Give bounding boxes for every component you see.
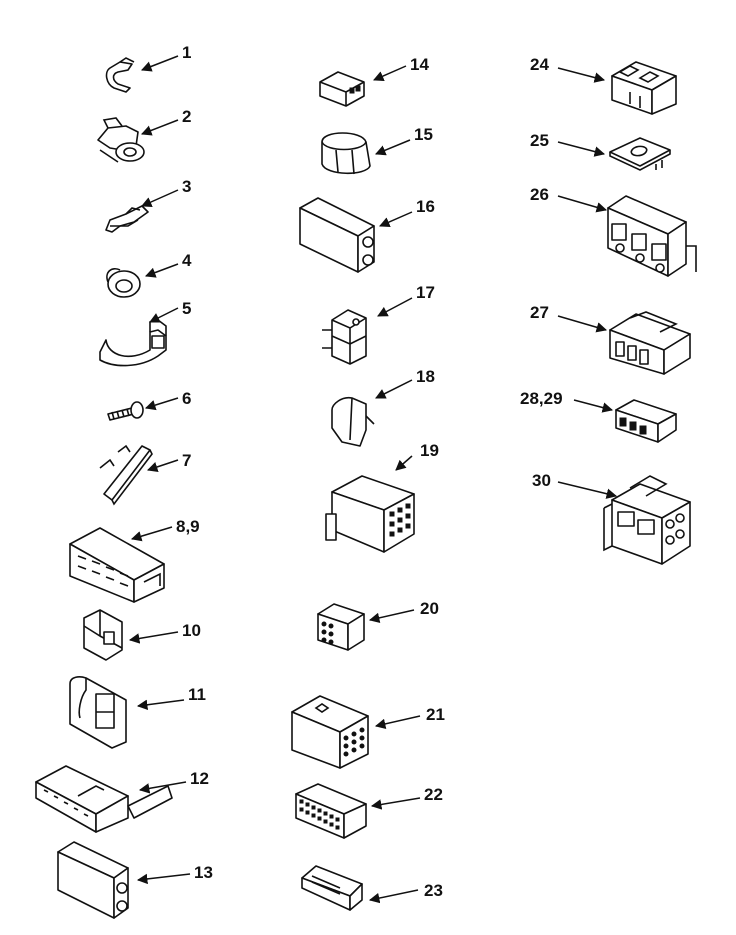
label-15: 15 [414,125,433,144]
leader-27 [557,315,608,333]
label-25: 25 [530,131,549,150]
label-26: 26 [530,185,549,204]
leader-17 [377,297,413,317]
leader-4 [145,263,179,278]
part-21-connector [291,695,369,769]
leader-11 [136,699,185,710]
leader-16 [379,211,413,228]
label-22: 22 [424,785,443,804]
part-25-plate [609,137,671,171]
part-12-bar [35,765,173,833]
part-5-clamp [99,319,167,367]
part-11-housing [69,676,127,749]
part-17-terminal [322,309,367,365]
part-14-connector [319,71,365,107]
label-7: 7 [182,451,191,470]
leader-26 [557,195,608,213]
label-18: 18 [416,367,435,386]
label-17: 17 [416,283,435,302]
leader-1 [141,55,179,72]
part-20-connector [317,603,365,651]
label-27: 27 [530,303,549,322]
leader-14 [373,65,407,82]
part-15-sleeve [321,132,371,175]
leader-25 [557,141,606,157]
leader-21 [374,715,421,730]
part-4-grommet [106,267,141,298]
leader-2 [141,119,179,136]
part-28-29-connector [615,399,677,443]
label-5: 5 [182,299,191,318]
label-11: 11 [188,685,206,704]
leader-3 [141,189,179,207]
label-3: 3 [182,177,191,196]
label-28-29: 28,29 [520,389,563,408]
part-18-clip [331,396,375,447]
label-2: 2 [182,107,191,126]
leader-18 [375,379,413,399]
label-4: 4 [182,251,192,270]
part-7-strip [99,444,153,506]
label-23: 23 [424,881,443,900]
part-16-housing [299,197,375,273]
label-21: 21 [426,705,445,724]
part-2-clip [97,117,145,163]
leader-19 [395,455,413,471]
part-23-connector [301,865,363,911]
part-24-connector [611,61,677,115]
part-19-connector [325,475,415,553]
leader-15 [375,139,411,156]
leader-24 [557,67,606,83]
part-6-screw [107,401,144,421]
label-16: 16 [416,197,435,216]
label-20: 20 [420,599,439,618]
leader-20 [368,609,415,624]
part-10-connector [83,609,123,661]
label-1: 1 [182,43,191,62]
part-26-board [607,195,697,277]
part-30-connector [603,475,691,565]
label-30: 30 [532,471,551,490]
part-13-housing [57,841,129,919]
leader-12 [138,781,187,794]
leader-7 [147,459,179,472]
label-6: 6 [182,389,191,408]
label-19: 19 [420,441,439,460]
part-3-clip [105,205,149,233]
part-1-clip [105,57,135,93]
leader-6 [144,397,179,411]
leader-28-29 [573,399,614,413]
part-8-9-connector [69,527,165,603]
label-13: 13 [194,863,213,882]
leader-30 [557,481,618,499]
part-22-connector [295,783,367,839]
leader-22 [370,797,421,810]
leader-13 [136,873,191,885]
label-12: 12 [190,769,209,788]
leader-23 [368,889,419,904]
leader-10 [128,631,179,644]
label-14: 14 [410,55,429,74]
leader-5 [149,307,179,323]
label-24: 24 [530,55,549,74]
label-10: 10 [182,621,201,640]
label-8-9: 8,9 [176,517,200,536]
leader-8-9 [130,526,173,542]
part-27-connector [609,311,691,375]
